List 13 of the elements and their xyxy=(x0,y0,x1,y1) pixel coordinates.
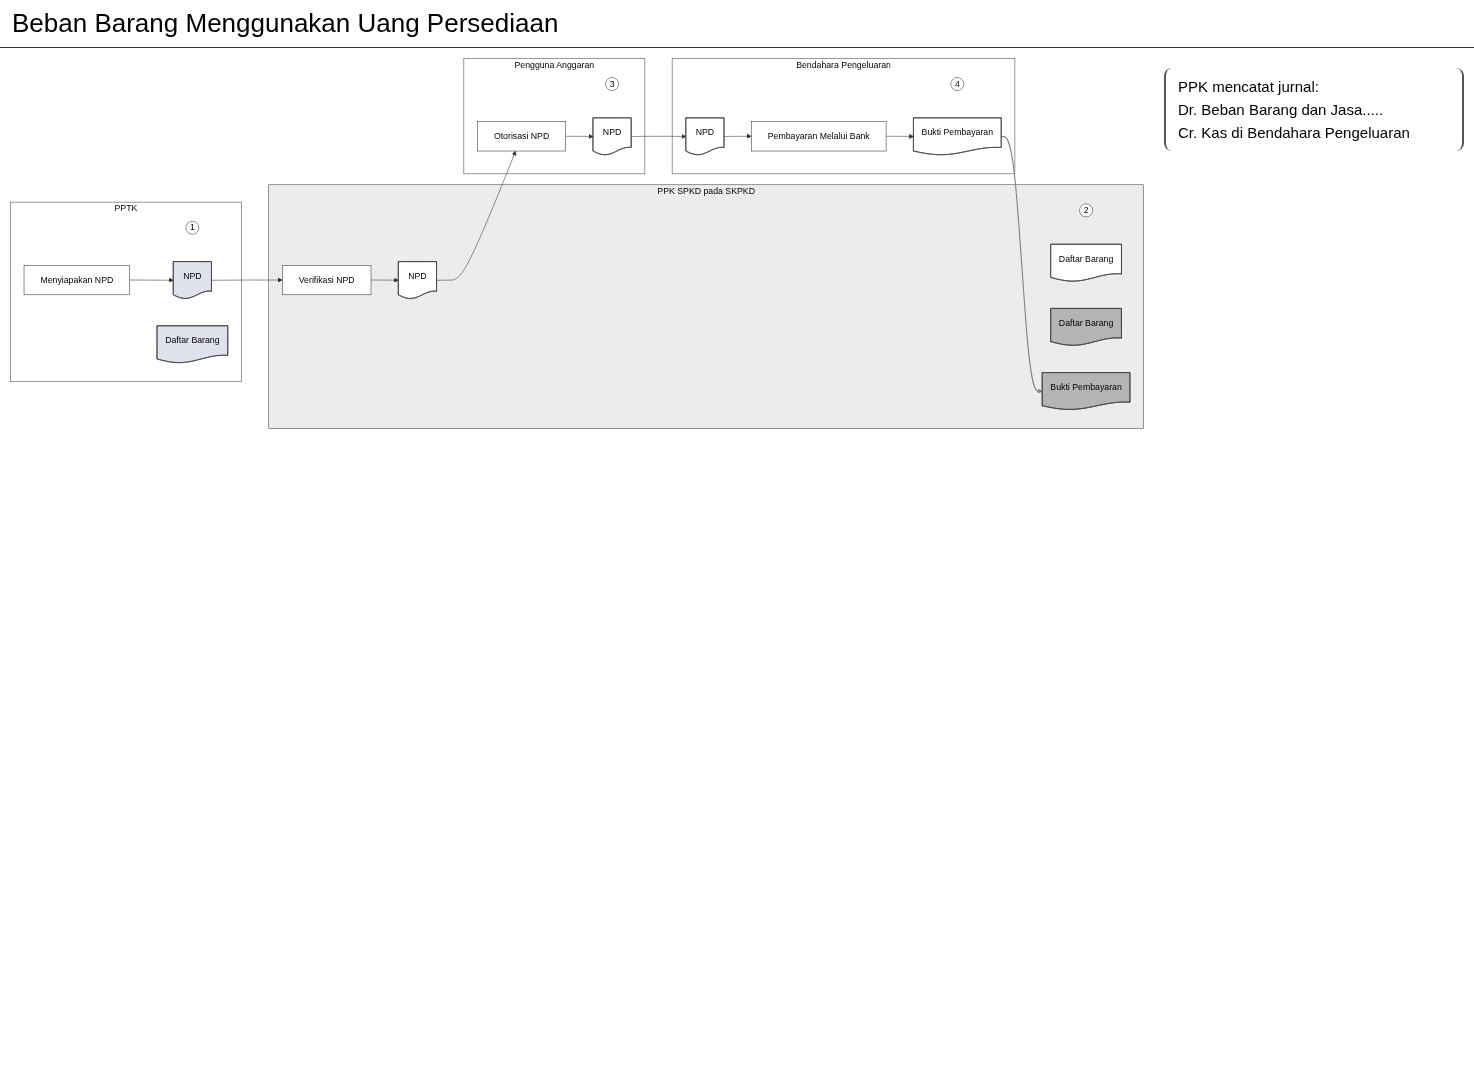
journal-note-line: PPK mencatat jurnal: xyxy=(1178,77,1320,97)
node-box: Pembayaran Melalui Bank xyxy=(751,121,887,152)
node-box: Verifikasi NPD xyxy=(282,265,372,296)
diagram-title: Beban Barang Menggunakan Uang Persediaan xyxy=(0,0,1474,48)
journal-note-line: Cr. Kas di Bendahara Pengeluaran xyxy=(1178,123,1411,143)
node-box: Menyiapakan NPD xyxy=(23,265,130,296)
journal-note-line: Dr. Beban Barang dan Jasa..... xyxy=(1178,100,1385,120)
node-box: Otorisasi NPD xyxy=(477,121,566,152)
node-circle: 4 xyxy=(950,77,965,91)
arrow xyxy=(1000,135,1043,394)
node-circle: 3 xyxy=(605,77,619,91)
node-circle: 1 xyxy=(185,220,200,235)
node-circle: 2 xyxy=(1079,203,1093,218)
